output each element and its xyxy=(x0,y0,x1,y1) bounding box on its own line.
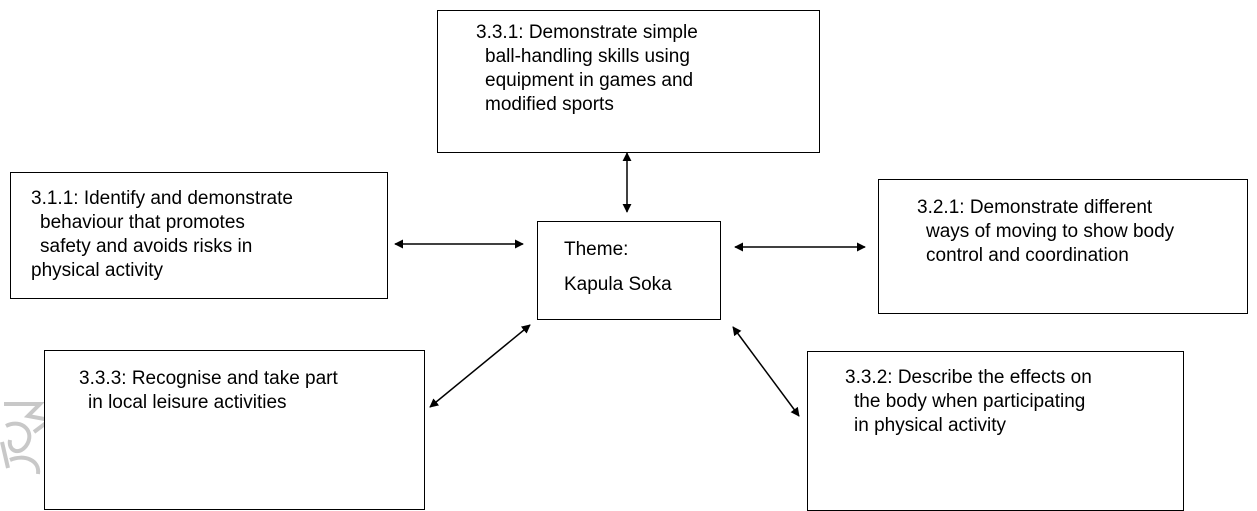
outcome-3-3-3-line-2: in local leisure activities xyxy=(88,392,287,413)
outcome-3-1-1-line-3: safety and avoids risks in xyxy=(40,236,253,257)
theme-label: Theme: xyxy=(564,239,629,260)
theme-name: Kapula Soka xyxy=(564,274,672,295)
outcome-3-3-1-line-4: modified sports xyxy=(485,94,614,115)
outcome-3-3-2-line-1: 3.3.2: Describe the effects on xyxy=(845,367,1092,388)
outcome-3-1-1-line-4: physical activity xyxy=(31,260,163,281)
outcome-3-3-2-line-3: in physical activity xyxy=(854,415,1007,436)
outcome-3-1-1-line-2: behaviour that promotes xyxy=(40,212,245,233)
connector-layer xyxy=(394,152,866,417)
outcome-3-2-1-line-1: 3.2.1: Demonstrate different xyxy=(917,197,1153,218)
outcome-box-3-2-1: 3.2.1: Demonstrate different ways of mov… xyxy=(878,179,1248,314)
arrow-theme-to-3-3-3 xyxy=(429,324,531,408)
outcome-box-3-1-1: 3.1.1: Identify and demonstrate behaviou… xyxy=(10,172,388,299)
outcome-box-3-3-2: 3.3.2: Describe the effects on the body … xyxy=(807,351,1184,511)
arrow-theme-to-3-3-2 xyxy=(732,326,800,417)
outcome-3-2-1-line-3: control and coordination xyxy=(926,245,1129,266)
theme-box: Theme: Kapula Soka xyxy=(537,221,721,320)
outcome-3-3-2-line-2: the body when participating xyxy=(854,391,1086,412)
outcome-3-3-1-line-1: 3.3.1: Demonstrate simple xyxy=(476,22,698,43)
outcome-3-3-3-line-1: 3.3.3: Recognise and take part xyxy=(79,368,338,389)
outcome-3-3-1-line-2: ball-handling skills using xyxy=(485,46,690,67)
outcome-3-3-1-line-3: equipment in games and xyxy=(485,70,694,91)
outcome-box-3-3-1: 3.3.1: Demonstrate simple ball-handling … xyxy=(437,10,820,153)
outcome-3-1-1-line-1: 3.1.1: Identify and demonstrate xyxy=(31,188,293,209)
outcome-box-3-3-3: 3.3.3: Recognise and take part in local … xyxy=(44,350,425,510)
outcome-3-2-1-line-2: ways of moving to show body xyxy=(926,221,1175,242)
